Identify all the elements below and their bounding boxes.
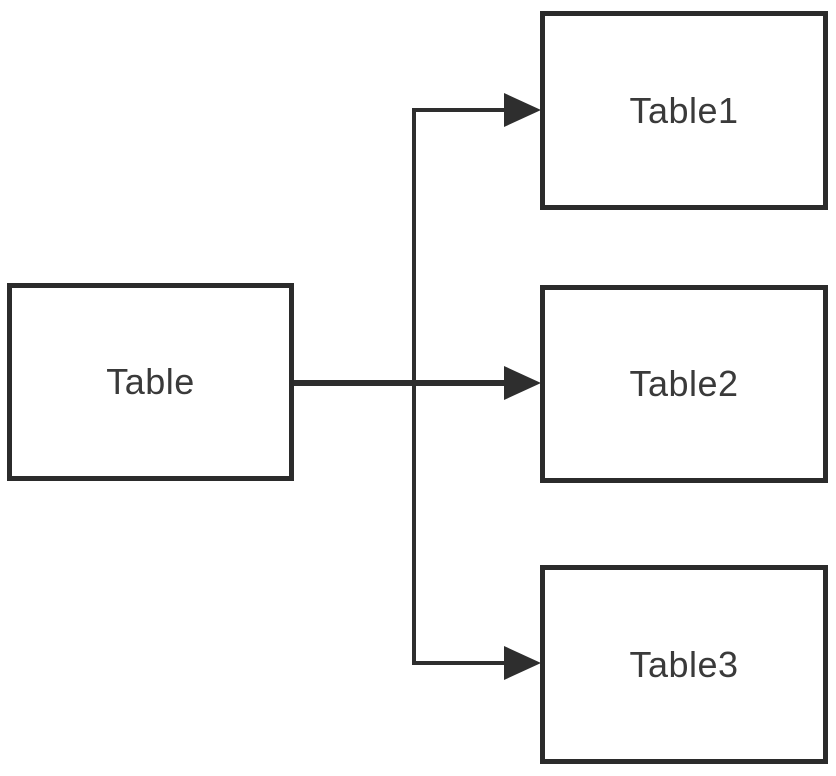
- node-table3-label: Table3: [629, 643, 739, 685]
- node-table2-label: Table2: [629, 363, 739, 404]
- arrowhead-table1: [504, 93, 541, 127]
- node-table-label: Table: [106, 361, 195, 402]
- arrowhead-table2: [504, 366, 541, 400]
- node-table2: Table2: [540, 285, 828, 483]
- node-table1-label: Table1: [629, 89, 739, 131]
- node-table1: Table1: [540, 11, 828, 210]
- node-table3: Table3: [540, 565, 828, 764]
- node-table: Table: [7, 283, 294, 481]
- arrowhead-table3: [504, 646, 541, 680]
